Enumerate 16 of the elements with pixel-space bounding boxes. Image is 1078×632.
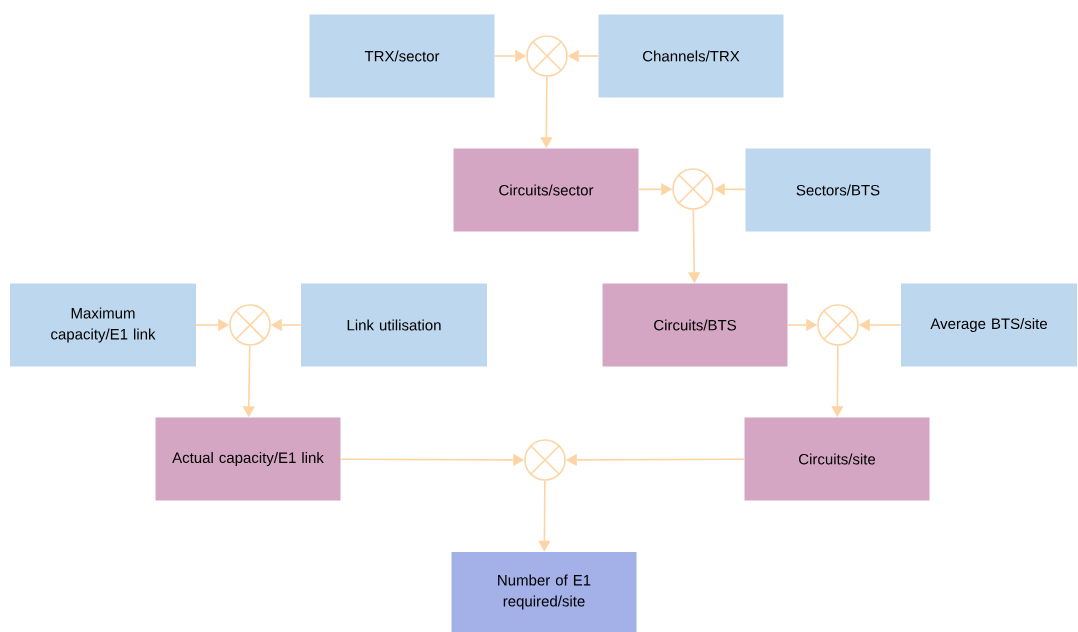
multiply-circle [229,304,271,346]
multiply-circle [672,168,714,210]
multiply-circle [526,35,568,77]
process-box: TRX/sector [309,14,495,98]
process-box: Average BTS/site [901,283,1077,367]
multiply-circle [524,439,566,481]
process-box: Maximum capacity/E1 link [10,283,196,367]
process-box: Sectors/BTS [745,148,931,232]
process-box: Channels/TRX [598,14,784,98]
process-box: Actual capacity/E1 link [155,417,341,501]
process-box: Circuits/sector [453,148,639,232]
multiply-circle [817,304,859,346]
process-box: Circuits/BTS [602,283,788,367]
process-box: Circuits/site [744,417,930,501]
process-box: Link utilisation [301,283,487,367]
process-box: Number of E1 required/site [451,552,637,632]
